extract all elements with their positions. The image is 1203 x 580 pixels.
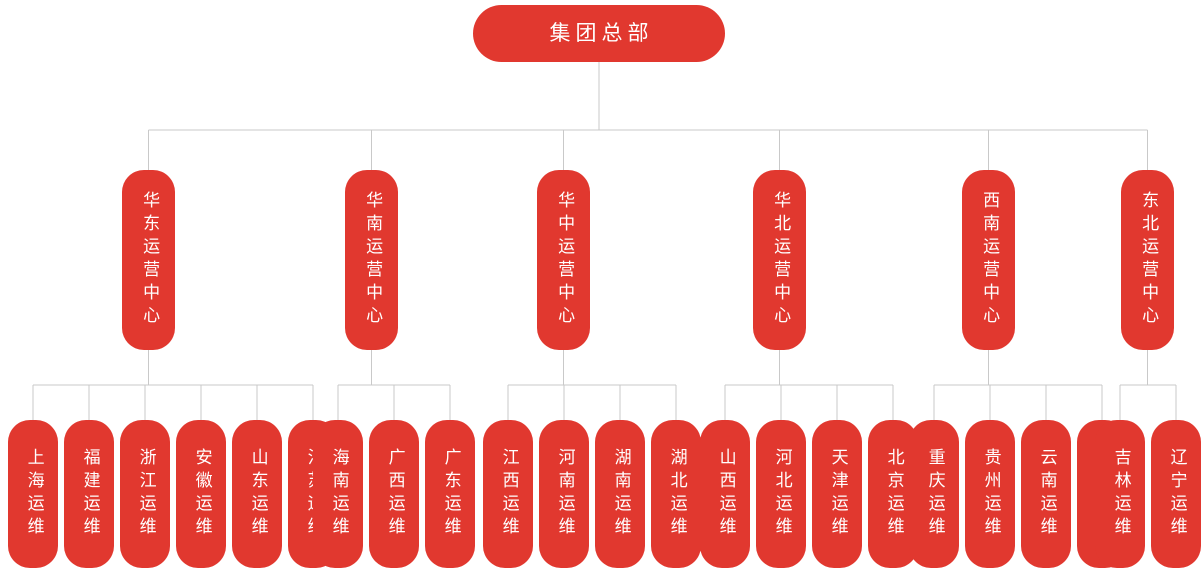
node-root-label: 集团总部 [549,21,654,46]
node-region-central-label: 华中运营中心 [554,191,575,329]
node-leaf-south-0[interactable]: 海南运维 [313,420,363,568]
node-leaf-northeast-0-label: 吉林运维 [1110,448,1131,540]
node-leaf-southwest-1-label: 贵州运维 [980,448,1001,540]
node-root[interactable]: 集团总部 [473,5,725,62]
node-leaf-southwest-1[interactable]: 贵州运维 [965,420,1015,568]
node-region-southwest-label: 西南运营中心 [979,191,1000,329]
node-leaf-east-1[interactable]: 福建运维 [64,420,114,568]
node-leaf-northeast-0[interactable]: 吉林运维 [1095,420,1145,568]
node-leaf-north-0-label: 山西运维 [715,448,736,540]
node-region-north[interactable]: 华北运营中心 [753,170,806,350]
node-leaf-south-0-label: 海南运维 [328,448,349,540]
node-leaf-south-2-label: 广东运维 [440,448,461,540]
node-leaf-central-1[interactable]: 河南运维 [539,420,589,568]
node-region-central[interactable]: 华中运营中心 [537,170,590,350]
node-leaf-east-2-label: 浙江运维 [135,448,156,540]
node-leaf-northeast-1-label: 辽宁运维 [1166,448,1187,540]
node-leaf-east-4-label: 山东运维 [247,448,268,540]
node-leaf-north-2[interactable]: 天津运维 [812,420,862,568]
node-leaf-southwest-2[interactable]: 云南运维 [1021,420,1071,568]
node-leaf-south-1-label: 广西运维 [384,448,405,540]
node-leaf-east-0[interactable]: 上海运维 [8,420,58,568]
node-leaf-east-2[interactable]: 浙江运维 [120,420,170,568]
node-leaf-north-1[interactable]: 河北运维 [756,420,806,568]
node-leaf-east-3-label: 安徽运维 [191,448,212,540]
node-region-northeast[interactable]: 东北运营中心 [1121,170,1174,350]
node-leaf-south-1[interactable]: 广西运维 [369,420,419,568]
node-region-northeast-label: 东北运营中心 [1138,191,1159,329]
node-leaf-east-0-label: 上海运维 [23,448,44,540]
node-leaf-southwest-2-label: 云南运维 [1036,448,1057,540]
node-leaf-central-3-label: 湖北运维 [666,448,687,540]
node-region-south-label: 华南运营中心 [362,191,383,329]
node-region-north-label: 华北运营中心 [770,191,791,329]
node-region-east-label: 华东运营中心 [139,191,160,329]
node-leaf-central-2[interactable]: 湖南运维 [595,420,645,568]
node-leaf-southwest-0[interactable]: 重庆运维 [909,420,959,568]
node-leaf-southwest-0-label: 重庆运维 [924,448,945,540]
node-region-southwest[interactable]: 西南运营中心 [962,170,1015,350]
node-leaf-central-0[interactable]: 江西运维 [483,420,533,568]
node-leaf-north-3-label: 北京运维 [883,448,904,540]
node-leaf-east-4[interactable]: 山东运维 [232,420,282,568]
node-leaf-northeast-1[interactable]: 辽宁运维 [1151,420,1201,568]
node-region-east[interactable]: 华东运营中心 [122,170,175,350]
node-leaf-east-1-label: 福建运维 [79,448,100,540]
node-leaf-central-0-label: 江西运维 [498,448,519,540]
node-leaf-central-3[interactable]: 湖北运维 [651,420,701,568]
node-leaf-north-0[interactable]: 山西运维 [700,420,750,568]
node-leaf-north-2-label: 天津运维 [827,448,848,540]
node-leaf-central-2-label: 湖南运维 [610,448,631,540]
node-leaf-north-1-label: 河北运维 [771,448,792,540]
node-leaf-south-2[interactable]: 广东运维 [425,420,475,568]
node-region-south[interactable]: 华南运营中心 [345,170,398,350]
node-leaf-east-3[interactable]: 安徽运维 [176,420,226,568]
node-leaf-central-1-label: 河南运维 [554,448,575,540]
